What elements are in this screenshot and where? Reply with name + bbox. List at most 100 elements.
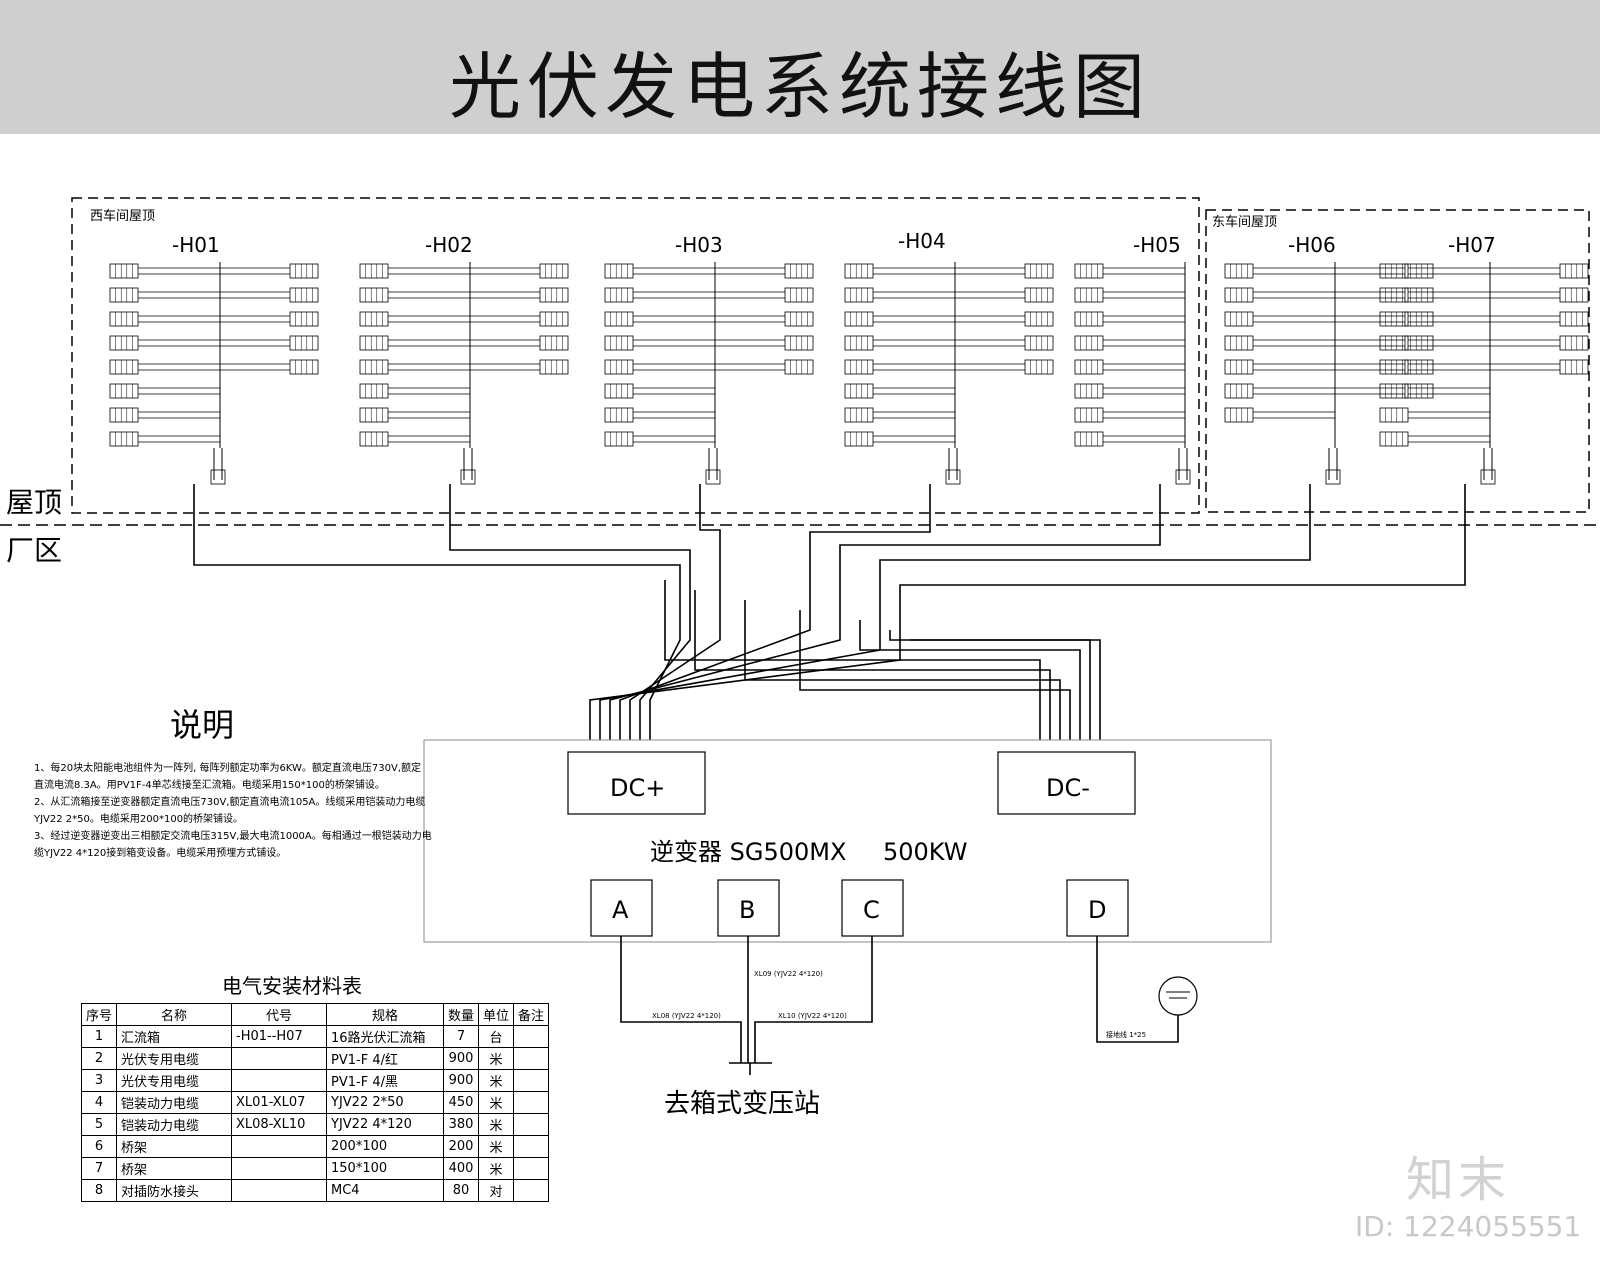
table-cell bbox=[513, 1157, 550, 1180]
header-unit: 单位 bbox=[478, 1003, 515, 1026]
phase-b-label: B bbox=[739, 896, 755, 924]
watermark-id: ID: 1224055551 bbox=[1355, 1210, 1582, 1243]
table-cell: 光伏专用电缆 bbox=[116, 1047, 233, 1070]
table-cell: 7 bbox=[443, 1025, 480, 1048]
note-line: 直流电流8.3A。用PV1F-4单芯线接至汇流箱。电缆采用150*100的桥架铺… bbox=[34, 780, 385, 791]
table-cell: -H01--H07 bbox=[231, 1025, 328, 1048]
table-cell bbox=[513, 1025, 550, 1048]
west-roof-label: 西车间屋顶 bbox=[90, 208, 155, 224]
table-cell: 米 bbox=[478, 1157, 515, 1180]
table-cell: 2 bbox=[80, 1047, 118, 1070]
inverter-model: 逆变器 SG500MX bbox=[650, 838, 846, 866]
table-cell bbox=[513, 1047, 550, 1070]
dc-minus-terminal bbox=[997, 751, 1136, 815]
table-cell: 80 bbox=[443, 1179, 480, 1202]
table-cell: 米 bbox=[478, 1091, 515, 1114]
header-name: 名称 bbox=[116, 1003, 233, 1026]
table-cell: 5 bbox=[80, 1113, 118, 1136]
table-cell: 16路光伏汇流箱 bbox=[326, 1025, 445, 1048]
combiner-label-h02: -H02 bbox=[425, 233, 473, 257]
table-cell: 1 bbox=[80, 1025, 118, 1048]
table-cell: 汇流箱 bbox=[116, 1025, 233, 1048]
notes-heading: 说明 bbox=[170, 706, 235, 744]
table-cell: PV1-F 4/黑 bbox=[326, 1069, 445, 1092]
table-cell: 200 bbox=[443, 1135, 480, 1158]
table-cell: 8 bbox=[80, 1179, 118, 1202]
combiner-label-h01: -H01 bbox=[172, 233, 220, 257]
table-cell: 铠装动力电缆 bbox=[116, 1113, 233, 1136]
combiner-label-h04: -H04 bbox=[898, 229, 946, 253]
plant-label: 厂区 bbox=[6, 534, 62, 567]
note-line: 1、每20块太阳能电池组件为一阵列, 每阵列额定功率为6KW。额定直流电压730… bbox=[34, 763, 422, 774]
table-cell: 400 bbox=[443, 1157, 480, 1180]
ground-terminal bbox=[1066, 879, 1129, 937]
cable-xl09-label: XL09 (YJV22 4*120) bbox=[754, 970, 823, 978]
table-cell: 桥架 bbox=[116, 1157, 233, 1180]
note-line: 3、经过逆变器逆变出三相额定交流电压315V,最大电流1000A。每相通过一根铠… bbox=[34, 831, 432, 842]
east-roof-label: 东车间屋顶 bbox=[1212, 214, 1277, 230]
table-cell: 对插防水接头 bbox=[116, 1179, 233, 1202]
ground-cable-label: 接地线 1*25 bbox=[1106, 1030, 1146, 1039]
table-cell: 米 bbox=[478, 1135, 515, 1158]
combiner-label-h07: -H07 bbox=[1448, 233, 1496, 257]
table-cell: 200*100 bbox=[326, 1135, 445, 1158]
table-cell bbox=[513, 1091, 550, 1114]
header-remark: 备注 bbox=[513, 1003, 550, 1026]
notes-block: 1、每20块太阳能电池组件为一阵列, 每阵列额定功率为6KW。额定直流电压730… bbox=[34, 760, 432, 862]
destination-label: 去箱式变压站 bbox=[664, 1089, 820, 1119]
ground-symbol bbox=[1158, 976, 1198, 1016]
title-banner bbox=[0, 0, 1600, 134]
table-cell: XL08-XL10 bbox=[231, 1113, 328, 1136]
materials-table-title: 电气安装材料表 bbox=[222, 974, 362, 998]
table-cell: 6 bbox=[80, 1135, 118, 1158]
table-cell: 900 bbox=[443, 1047, 480, 1070]
east-roof-boundary bbox=[1205, 209, 1590, 513]
table-cell: 台 bbox=[478, 1025, 515, 1048]
combiner-label-h05: -H05 bbox=[1133, 233, 1181, 257]
table-cell bbox=[513, 1069, 550, 1092]
west-roof-boundary bbox=[71, 197, 1200, 514]
header-code: 代号 bbox=[231, 1003, 328, 1026]
phase-a-label: A bbox=[612, 896, 629, 924]
table-cell: 光伏专用电缆 bbox=[116, 1069, 233, 1092]
ac-cables bbox=[620, 936, 1179, 1075]
pv-string-arrays bbox=[109, 262, 1589, 485]
table-cell: 铠装动力电缆 bbox=[116, 1091, 233, 1114]
table-header-row: 序号 名称 代号 规格 数量 单位 备注 bbox=[80, 1003, 550, 1026]
note-line: 缆YJV22 4*120接到箱变设备。电缆采用预埋方式铺设。 bbox=[34, 848, 287, 859]
inverter-power: 500KW bbox=[883, 838, 967, 866]
phase-c-terminal bbox=[841, 879, 904, 937]
table-cell: MC4 bbox=[326, 1179, 445, 1202]
table-cell bbox=[231, 1179, 328, 1202]
table-cell bbox=[513, 1179, 550, 1202]
ground-terminal-label: D bbox=[1088, 896, 1106, 924]
table-cell: 米 bbox=[478, 1047, 515, 1070]
table-cell: 桥架 bbox=[116, 1135, 233, 1158]
watermark-brand: 知末 bbox=[1406, 1152, 1511, 1208]
table-cell: 900 bbox=[443, 1069, 480, 1092]
note-line: YJV22 2*50。电缆采用200*100的桥架铺设。 bbox=[34, 814, 244, 825]
phase-b-terminal bbox=[717, 879, 780, 937]
table-cell: XL01-XL07 bbox=[231, 1091, 328, 1114]
cable-xl10-label: XL10 (YJV22 4*120) bbox=[778, 1012, 847, 1020]
header-spec: 规格 bbox=[326, 1003, 445, 1026]
dc-plus-label: DC+ bbox=[610, 774, 665, 802]
table-cell bbox=[231, 1069, 328, 1092]
table-cell: 7 bbox=[80, 1157, 118, 1180]
inverter-body bbox=[423, 739, 1272, 943]
table-cell bbox=[231, 1047, 328, 1070]
table-cell: 4 bbox=[80, 1091, 118, 1114]
table-cell: 450 bbox=[443, 1091, 480, 1114]
cable-xl08-label: XL08 (YJV22 4*120) bbox=[652, 1012, 721, 1020]
table-cell bbox=[231, 1135, 328, 1158]
note-line: 2、从汇流箱接至逆变器额定直流电压730V,额定直流电流105A。线缆采用铠装动… bbox=[34, 797, 426, 808]
